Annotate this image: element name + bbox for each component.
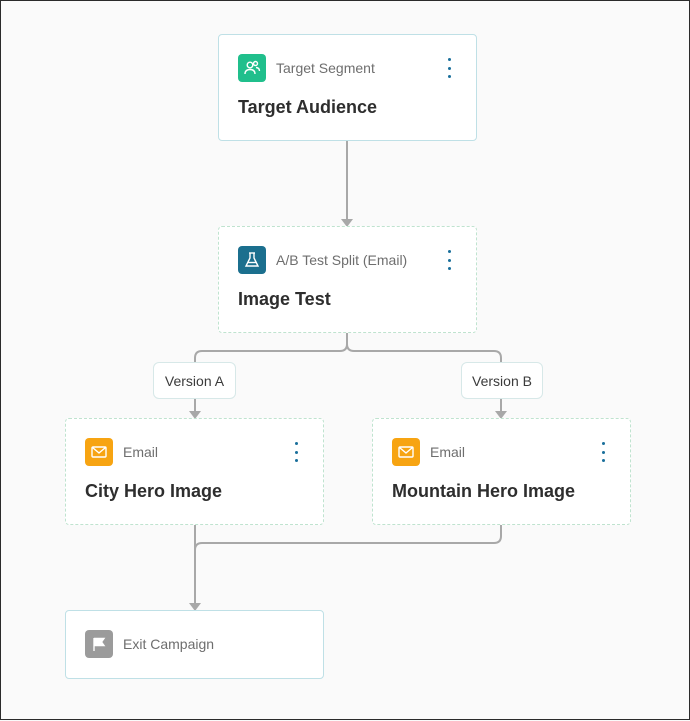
node-title: Mountain Hero Image	[392, 481, 576, 501]
mail-icon	[85, 438, 113, 466]
branch-label-version-a[interactable]: Version A	[153, 362, 236, 399]
exit-label: Exit Campaign	[123, 636, 215, 652]
exit-campaign-node[interactable]: Exit Campaign	[65, 610, 324, 679]
email-b-node[interactable]: Email Mountain Hero Image	[372, 418, 631, 525]
flag-icon	[85, 630, 113, 658]
arrowhead-email-a	[189, 411, 201, 419]
connector-email-b-merge	[194, 525, 502, 551]
ab-split-node[interactable]: A/B Test Split (Email) Image Test	[218, 226, 477, 333]
node-type-label: Target Segment	[276, 60, 375, 76]
node-title: Target Audience	[238, 97, 378, 117]
arrowhead-split	[341, 219, 353, 227]
node-title: City Hero Image	[85, 481, 223, 501]
more-options-icon[interactable]	[600, 442, 606, 462]
email-a-node[interactable]: Email City Hero Image	[65, 418, 324, 525]
more-options-icon[interactable]	[446, 250, 452, 270]
node-type-label: Email	[430, 444, 466, 460]
people-icon	[238, 54, 266, 82]
more-options-icon[interactable]	[293, 442, 299, 462]
arrowhead-email-b	[495, 411, 507, 419]
flask-icon	[238, 246, 266, 274]
node-type-label: A/B Test Split (Email)	[276, 252, 408, 268]
node-type-label: Email	[123, 444, 159, 460]
branch-label-version-b[interactable]: Version B	[461, 362, 543, 399]
node-title: Image Test	[238, 289, 331, 309]
connector-split-branch-b	[346, 332, 502, 412]
target-segment-node[interactable]: Target Segment Target Audience	[218, 34, 477, 141]
mail-icon	[392, 438, 420, 466]
arrowhead-exit	[189, 603, 201, 611]
more-options-icon[interactable]	[446, 58, 452, 78]
